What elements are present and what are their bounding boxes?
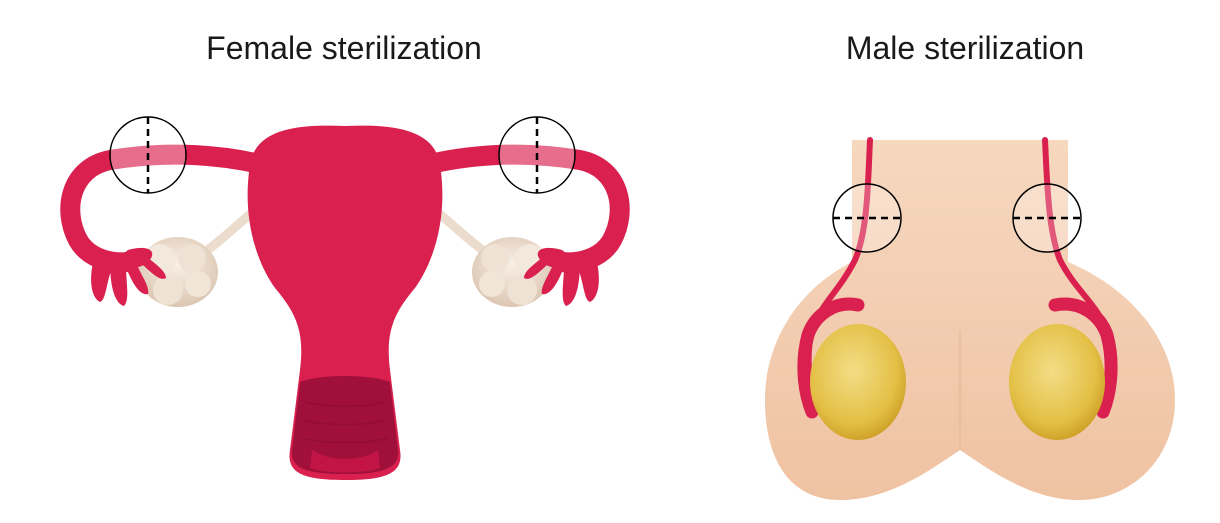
- epididymis-right: [1048, 297, 1118, 419]
- testis-left: [810, 324, 906, 440]
- cut-marker-circle: [832, 183, 902, 253]
- epididymis-left: [797, 297, 865, 419]
- ovary-left: [138, 237, 218, 307]
- testis-right: [1009, 324, 1105, 440]
- cut-marker-circle: [109, 116, 187, 194]
- fimbriae-right: [524, 247, 599, 306]
- fimbriae-left: [91, 247, 166, 306]
- male-sterilization-title: Male sterilization: [845, 30, 1085, 66]
- uterus-body: [247, 125, 443, 480]
- cut-marker-circle: [498, 116, 576, 194]
- fallopian-tube-left: [60, 144, 278, 273]
- female-sterilization-title: Female sterilization: [206, 30, 482, 66]
- fallopian-tube-right: [412, 144, 630, 273]
- scrotum-illustration: [765, 137, 1175, 500]
- cut-marker-circle: [1012, 183, 1082, 253]
- uterus-illustration: [60, 116, 630, 480]
- scrotum-skin: [765, 140, 1175, 500]
- ovary-right: [472, 237, 552, 307]
